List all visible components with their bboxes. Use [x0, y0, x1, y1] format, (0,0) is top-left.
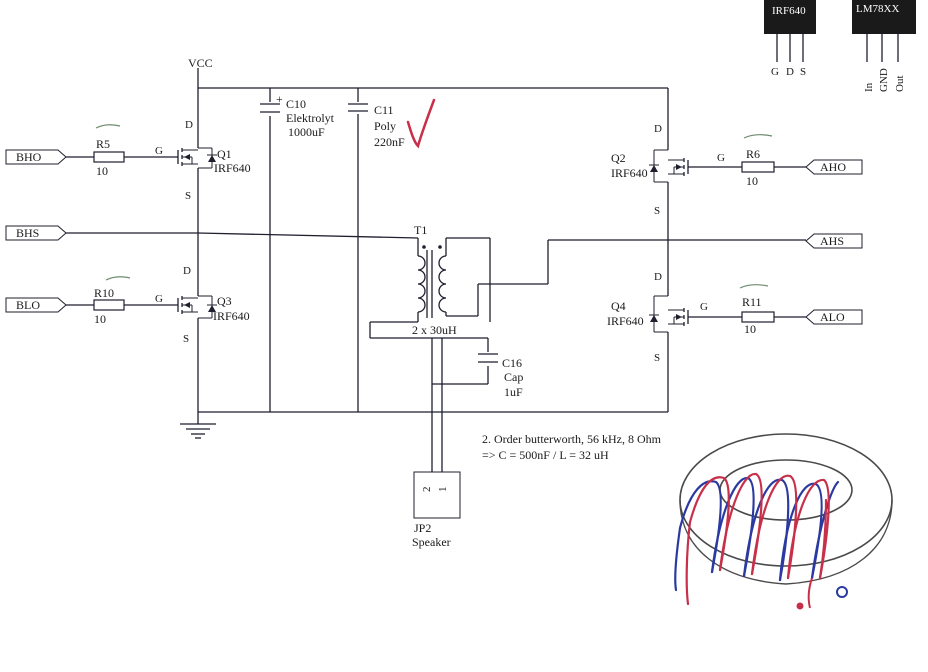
c16-type: Cap: [504, 370, 523, 384]
jp2-name: JP2: [414, 521, 431, 535]
handwritten-checkmark: [406, 98, 436, 149]
port-aho: AHO: [805, 159, 863, 175]
port-bhs: BHS: [5, 225, 67, 241]
port-ahs: AHS: [805, 233, 863, 249]
package-irf640: IRF640 G D S: [764, 0, 816, 78]
resistor-r10: R10 10: [66, 286, 178, 326]
q4-part: IRF640: [607, 314, 644, 328]
q4-name: Q4: [611, 299, 626, 313]
q3-pin-g: G: [155, 293, 163, 305]
q4-pin-s: S: [654, 352, 660, 364]
q2-pin-d: D: [654, 123, 662, 135]
r6-value: 10: [746, 174, 758, 188]
jp2-desc: Speaker: [412, 535, 451, 549]
mosfet-q1: D G S Q1 IRF640: [155, 119, 251, 202]
vcc-label: VCC: [188, 56, 213, 70]
r10-value: 10: [94, 312, 106, 326]
toroid-sketch: [674, 433, 893, 610]
port-alo-label: ALO: [820, 310, 845, 324]
q2-name: Q2: [611, 151, 626, 165]
port-bho-label: BHO: [16, 150, 42, 164]
capacitor-c10: + C10 Elektrolyt 1000uF: [260, 92, 335, 139]
mosfet-q3: D G S Q3 IRF640: [155, 265, 250, 345]
resistor-r6: R6 10: [688, 147, 806, 188]
port-aho-label: AHO: [820, 160, 846, 174]
package-lm78xx: LM78XX In GND Out: [852, 0, 916, 92]
resistor-r11: R11 10: [688, 295, 806, 336]
capacitor-c11: C11 Poly 220nF: [348, 103, 405, 149]
pencil-marks: [95, 124, 773, 289]
q1-pin-d: D: [185, 119, 193, 131]
q1-name: Q1: [217, 147, 232, 161]
r10-name: R10: [94, 286, 114, 300]
port-blo-label: BLO: [16, 298, 40, 312]
c11-name: C11: [374, 103, 394, 117]
design-note: 2. Order butterworth, 56 kHz, 8 Ohm => C…: [482, 432, 662, 462]
q3-part: IRF640: [213, 309, 250, 323]
mosfet-q2: D G S Q2 IRF640: [611, 123, 725, 217]
q4-pin-g: G: [700, 301, 708, 313]
q1-pin-s: S: [185, 190, 191, 202]
irf640-pin-g: G: [771, 66, 779, 78]
capacitor-c16: C16 Cap 1uF: [478, 353, 523, 399]
note-line1: 2. Order butterworth, 56 kHz, 8 Ohm: [482, 432, 662, 446]
c10-name: C10: [286, 97, 306, 111]
r6-name: R6: [746, 147, 760, 161]
port-bho: BHO: [5, 149, 67, 165]
port-blo: BLO: [5, 297, 67, 313]
q3-name: Q3: [217, 294, 232, 308]
irf640-pin-d: D: [786, 66, 794, 78]
lm78xx-title: LM78XX: [856, 3, 899, 15]
c10-type: Elektrolyt: [286, 111, 335, 125]
q3-pin-s: S: [183, 333, 189, 345]
t1-value: 2 x 30uH: [412, 323, 457, 337]
irf640-title: IRF640: [772, 5, 806, 17]
wiring: [62, 68, 806, 472]
resistor-r5: R5 10: [66, 137, 178, 178]
r5-value: 10: [96, 164, 108, 178]
c11-value: 220nF: [374, 135, 405, 149]
lm78xx-pin-in: In: [863, 82, 875, 92]
q2-pin-g: G: [717, 152, 725, 164]
connector-jp2: 2 1 JP2 Speaker: [412, 471, 461, 549]
c11-type: Poly: [374, 119, 396, 133]
ground-symbol: [180, 423, 216, 439]
c16-value: 1uF: [504, 385, 523, 399]
t1-name: T1: [414, 223, 427, 237]
port-alo: ALO: [805, 309, 863, 325]
c10-polarity: +: [276, 92, 283, 106]
irf640-pin-s: S: [800, 66, 806, 78]
q1-pin-g: G: [155, 145, 163, 157]
note-line2: => C = 500nF / L = 32 uH: [482, 448, 609, 462]
jp2-pin2: 2: [421, 487, 433, 493]
q4-pin-d: D: [654, 271, 662, 283]
q2-part: IRF640: [611, 166, 648, 180]
port-ahs-label: AHS: [820, 234, 844, 248]
c10-value: 1000uF: [288, 125, 325, 139]
mosfet-q4: D G S Q4 IRF640: [607, 271, 708, 364]
q2-pin-s: S: [654, 205, 660, 217]
q1-part: IRF640: [214, 161, 251, 175]
port-bhs-label: BHS: [16, 226, 39, 240]
q3-pin-d: D: [183, 265, 191, 277]
lm78xx-pin-out: Out: [894, 76, 906, 93]
jp2-pin1: 1: [437, 487, 449, 493]
c16-name: C16: [502, 356, 522, 370]
lm78xx-pin-gnd: GND: [878, 68, 890, 92]
r5-name: R5: [96, 137, 110, 151]
transformer-t1: T1 2 x 30uH: [412, 223, 457, 337]
r11-value: 10: [744, 322, 756, 336]
r11-name: R11: [742, 295, 762, 309]
